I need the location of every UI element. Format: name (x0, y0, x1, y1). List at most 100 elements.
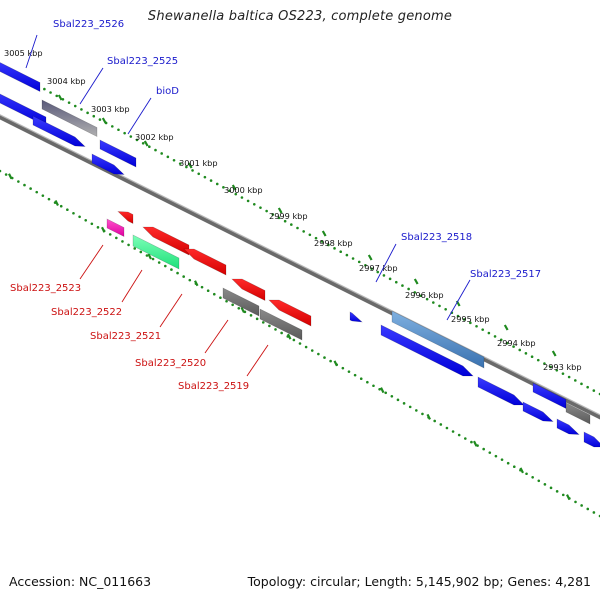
lower-tick-dot (182, 275, 185, 278)
reverse-gene (259, 308, 303, 341)
upper-tick-dot (456, 314, 460, 318)
upper-tick-dot (364, 263, 367, 267)
upper-tick-dot (345, 253, 349, 257)
lower-tick-dot (219, 296, 222, 300)
lower-tick-dot (317, 352, 320, 356)
upper-tick-dot (160, 152, 163, 155)
lower-tick-dot (157, 261, 161, 264)
lower-tick-dot (41, 194, 45, 197)
upper-tick-dot (512, 345, 515, 348)
upper-tick-dot (246, 199, 250, 203)
major-tick (426, 413, 431, 420)
label-leader-line (204, 319, 229, 354)
forward-gene (556, 418, 580, 435)
lower-tick-dot (439, 423, 443, 426)
upper-tick-dot (586, 385, 589, 389)
upper-tick-dot (432, 301, 435, 304)
upper-tick-dot (43, 87, 46, 91)
lower-tick-dot (433, 419, 436, 423)
forward-gene (99, 139, 137, 168)
forward-gene (583, 431, 600, 448)
upper-tick-dot (382, 274, 386, 277)
lower-tick-dot (421, 412, 424, 416)
reverse-gene-label: Sbal223_2522 (51, 307, 122, 318)
forward-gene (522, 401, 554, 422)
lower-tick-dot (537, 479, 541, 483)
lower-tick-dot (121, 240, 124, 243)
lower-tick-dot (323, 356, 326, 359)
upper-tick-dot (493, 335, 497, 338)
lower-tick-dot (176, 271, 179, 275)
lower-tick-dot (366, 380, 369, 384)
tick-label: 3001 kbp (179, 158, 218, 168)
lower-tick-dot (543, 483, 547, 486)
upper-tick-dot (475, 324, 478, 328)
upper-tick-dot (351, 257, 355, 260)
lower-tick-dot (84, 218, 88, 222)
upper-tick-dot (148, 145, 151, 148)
lower-tick-dot (249, 314, 253, 317)
major-tick (240, 306, 245, 313)
lower-tick-dot (470, 440, 473, 444)
lower-tick-dot (341, 366, 345, 370)
upper-tick-dot (185, 165, 188, 169)
tick-label: 3003 kbp (91, 104, 130, 114)
lower-tick-dot (500, 458, 504, 461)
upper-tick-dot (234, 192, 238, 196)
upper-tick-dot (154, 148, 157, 152)
upper-tick-dot (203, 175, 207, 179)
lower-tick-dot (329, 359, 332, 363)
lower-tick-dot (108, 233, 112, 236)
upper-tick-dot (166, 155, 170, 159)
label-leader-line (79, 67, 104, 105)
upper-tick-dot (314, 236, 318, 240)
lower-tick-dot (145, 254, 149, 257)
forward-gene (380, 324, 474, 377)
forward-gene (41, 99, 98, 137)
lower-tick-dot (29, 187, 32, 190)
lower-tick-dot (592, 511, 596, 514)
lower-tick-dot (255, 317, 259, 321)
major-tick (413, 278, 419, 285)
upper-tick-dot (530, 355, 534, 359)
tick-label: 3000 kbp (224, 185, 263, 195)
reverse-gene (222, 287, 260, 317)
lower-tick-dot (549, 486, 553, 490)
major-tick (473, 440, 478, 447)
features (0, 62, 600, 448)
reverse-gene-label: Sbal223_2520 (135, 358, 206, 369)
major-tick (194, 280, 199, 287)
label-leader-line (79, 244, 104, 280)
upper-tick-dot (265, 209, 268, 213)
lower-tick-dot (390, 395, 394, 398)
lower-tick-dot (445, 426, 449, 430)
lower-tick-dot (372, 384, 375, 388)
major-tick (101, 226, 106, 233)
upper-tick-dot (580, 382, 583, 386)
upper-tick-dot (98, 118, 102, 121)
lower-tick-dot (280, 331, 283, 335)
upper-tick-dot (228, 189, 231, 193)
forward-gene (477, 376, 525, 406)
tick-label: 2997 kbp (359, 263, 398, 273)
lower-tick-dot (188, 278, 192, 282)
lower-tick-dot (488, 451, 492, 454)
forward-gene-label: bioD (156, 86, 179, 97)
upper-tick-dot (308, 233, 312, 237)
lower-tick-dot (359, 377, 363, 381)
reverse-gene (132, 234, 180, 270)
accession-text: Accession: NC_011663 (9, 574, 152, 589)
upper-tick-dot (394, 280, 398, 284)
upper-tick-dot (481, 328, 485, 331)
upper-tick-dot (339, 250, 343, 254)
reverse-gene-label: Sbal223_2519 (178, 381, 249, 392)
lower-tick-dot (586, 507, 590, 511)
upper-tick-dot (561, 372, 565, 375)
major-tick (101, 117, 107, 124)
upper-tick-dot (86, 111, 89, 115)
lower-tick-dot (151, 257, 155, 261)
major-tick (566, 494, 571, 501)
upper-tick-dot (549, 365, 552, 369)
lower-tick-dot (396, 398, 400, 402)
upper-tick-dot (302, 230, 305, 233)
